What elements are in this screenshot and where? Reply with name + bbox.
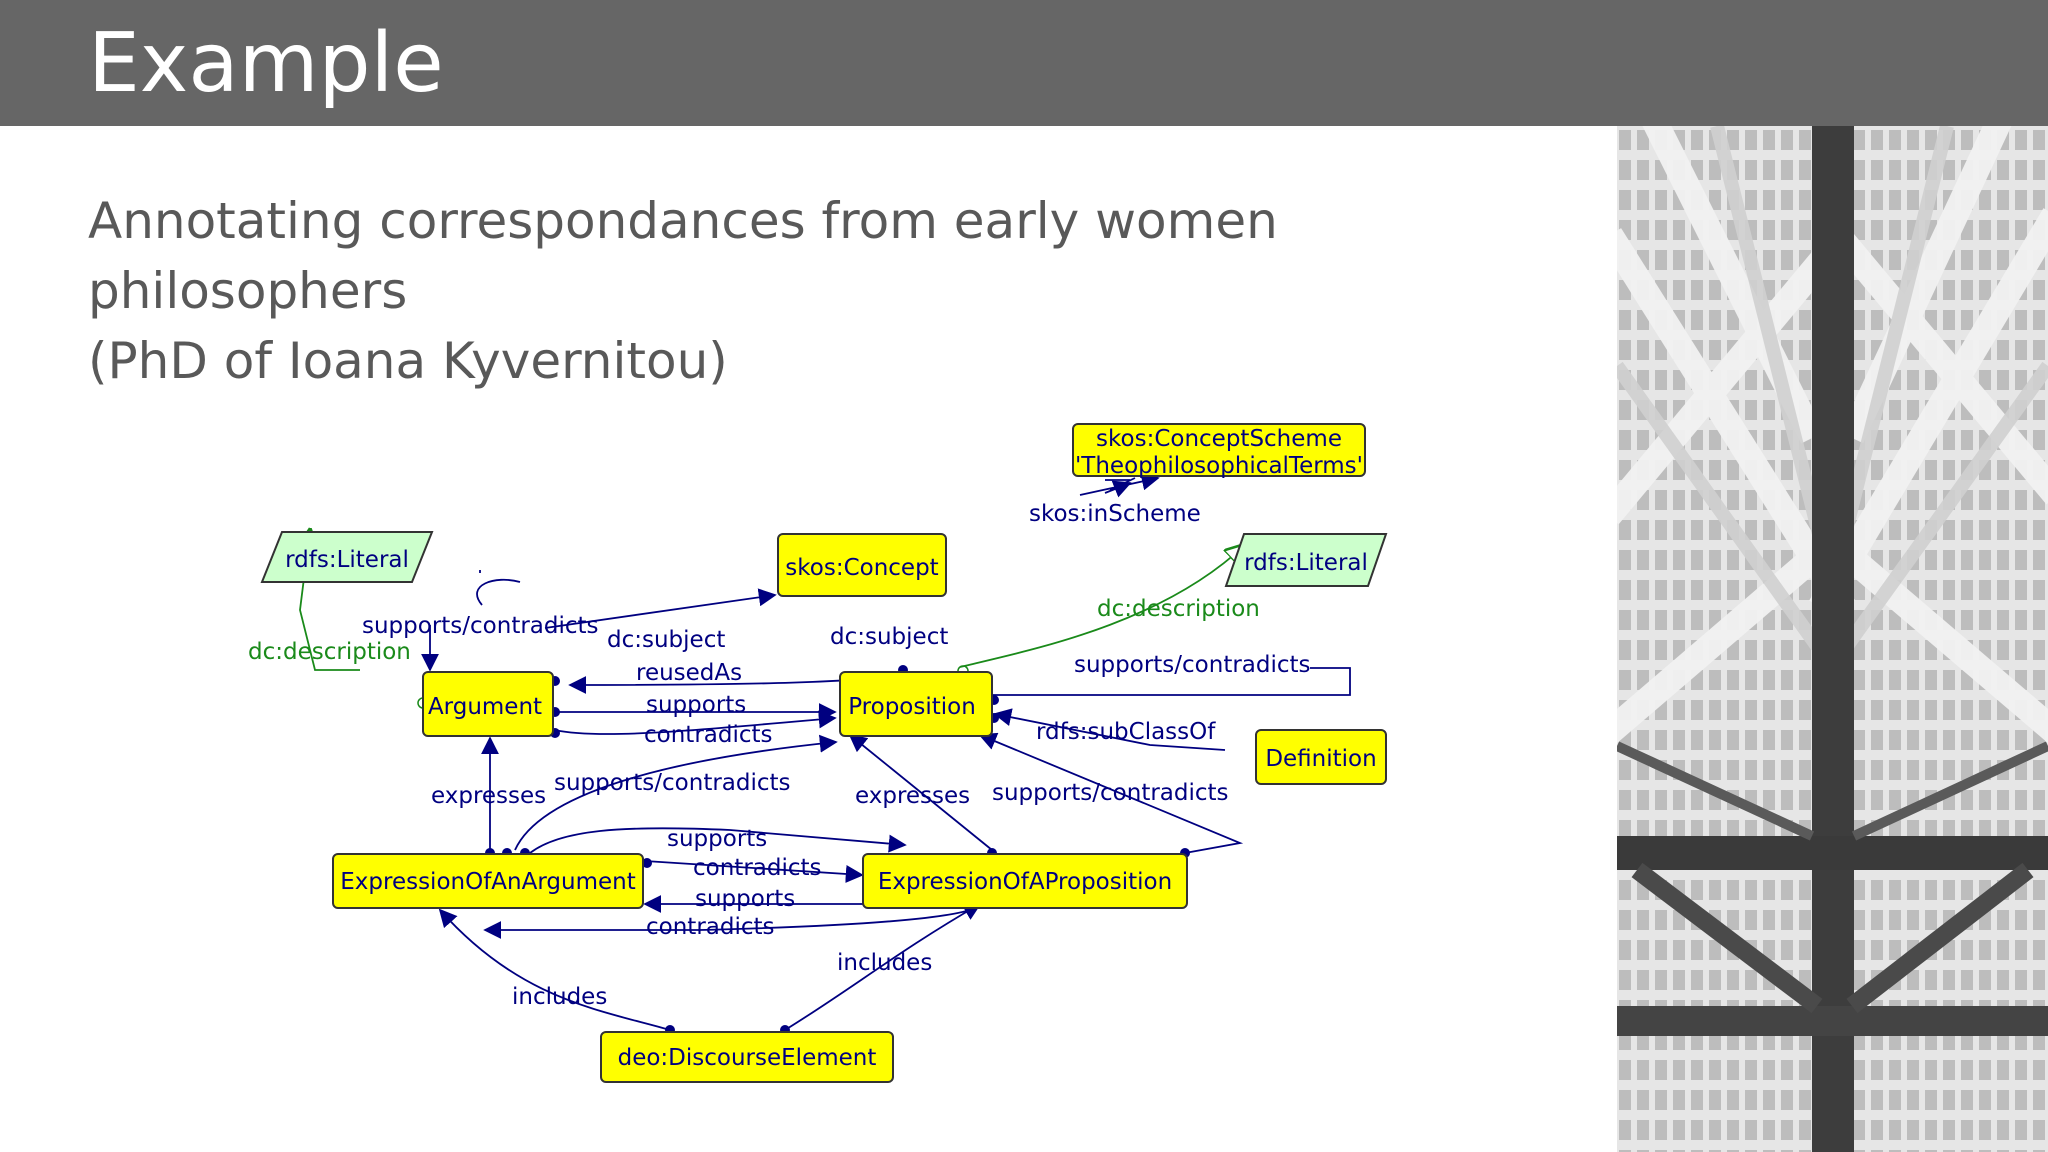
label-includes-left: includes <box>512 984 607 1010</box>
label-contradicts-ea-ep: contradicts <box>693 855 822 881</box>
label-dc-subject-right: dc:subject <box>830 624 948 650</box>
label-contradicts-ep-ea: contradicts <box>646 914 775 940</box>
label-expresses-proposition: expresses <box>855 783 970 809</box>
node-expression-of-argument: ExpressionOfAnArgument <box>332 853 644 909</box>
svg-text:ExpressionOfAProposition: ExpressionOfAProposition <box>878 869 1172 895</box>
svg-text:ExpressionOfAnArgument: ExpressionOfAnArgument <box>340 869 635 895</box>
node-proposition: Proposition <box>839 671 993 737</box>
node-discourse-element: deo:DiscourseElement <box>600 1031 894 1083</box>
svg-text:Proposition: Proposition <box>848 694 976 720</box>
svg-text:Argument: Argument <box>428 694 542 720</box>
label-supports-contradicts-expr-prop: supports/contradicts <box>992 780 1229 806</box>
label-includes-right: includes <box>837 950 932 976</box>
node-rdfs-literal-right: rdfs:Literal <box>1224 533 1388 587</box>
node-definition: Definition <box>1255 729 1387 785</box>
label-supports-contradicts-argument: supports/contradicts <box>362 613 599 639</box>
slide-subtitle: Annotating correspondances from early wo… <box>88 186 1588 396</box>
label-reused-as: reusedAs <box>636 660 742 686</box>
label-dc-description-left: dc:description <box>248 639 411 665</box>
label-rdfs-subclass-of: rdfs:subClassOf <box>1036 719 1216 745</box>
node-expression-of-proposition: ExpressionOfAProposition <box>862 853 1188 909</box>
edge-labels: skos:inScheme dc:subject dc:subject supp… <box>362 501 1311 1010</box>
svg-text:Definition: Definition <box>1265 746 1376 772</box>
label-skos-in-scheme: skos:inScheme <box>1029 501 1201 527</box>
label-supports-ep-ea: supports <box>695 886 795 912</box>
svg-text:skos:ConceptScheme: skos:ConceptScheme <box>1096 426 1342 452</box>
node-rdfs-literal-left: rdfs:Literal <box>260 531 434 583</box>
label-supports-contradicts-proposition: supports/contradicts <box>1074 652 1311 678</box>
slide-title: Example <box>88 16 444 111</box>
svg-text:rdfs:Literal: rdfs:Literal <box>1244 550 1368 576</box>
node-concept-scheme: skos:ConceptScheme 'TheophilosophicalTer… <box>1072 423 1366 479</box>
svg-text:skos:Concept: skos:Concept <box>785 555 938 581</box>
svg-text:deo:DiscourseElement: deo:DiscourseElement <box>618 1045 877 1071</box>
label-supports-contradicts-expr-arg: supports/contradicts <box>554 770 791 796</box>
label-supports-ea-ep: supports <box>667 826 767 852</box>
roof-truss-photo <box>1617 126 2048 1152</box>
subtitle-line-2: (PhD of Ioana Kyvernitou) <box>88 332 728 390</box>
svg-text:rdfs:Literal: rdfs:Literal <box>285 547 409 573</box>
edge-labels-green: dc:description dc:description <box>248 596 1260 665</box>
label-expresses-argument: expresses <box>431 783 546 809</box>
label-contradicts-arg-prop: contradicts <box>644 722 773 748</box>
label-supports-arg-prop: supports <box>646 692 746 718</box>
node-skos-concept: skos:Concept <box>777 533 947 597</box>
label-dc-description-right: dc:description <box>1097 596 1260 622</box>
edges-blue <box>421 472 1351 1031</box>
subtitle-line-1: Annotating correspondances from early wo… <box>88 192 1278 320</box>
node-argument: Argument <box>422 671 554 737</box>
svg-text:'TheophilosophicalTerms': 'TheophilosophicalTerms' <box>1075 453 1363 479</box>
label-dc-subject-left: dc:subject <box>607 627 725 653</box>
title-bar <box>0 0 2048 126</box>
ontology-diagram: skos:ConceptScheme 'TheophilosophicalTer… <box>248 423 1388 1083</box>
